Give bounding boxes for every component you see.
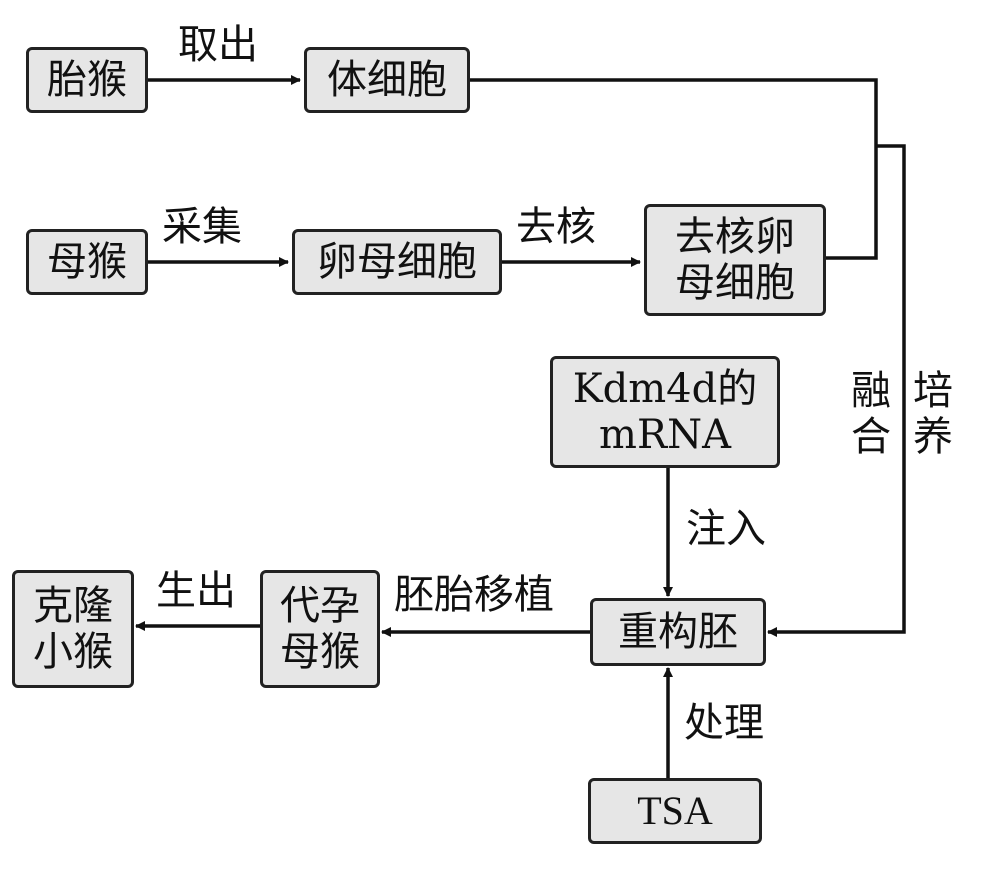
node-oocyte: 卵母细胞: [292, 229, 502, 295]
node-mother-monkey: 母猴: [26, 229, 148, 295]
node-enucleated-oocyte: 去核卵 母细胞: [644, 204, 826, 316]
line-enucleated-to-fusion: [826, 148, 878, 260]
label-fuse: 融 合: [851, 368, 891, 460]
node-kdm4d-mrna: Kdm4d的 mRNA: [550, 356, 780, 468]
label-embryo-transfer: 胚胎移植: [394, 572, 554, 618]
label-enucleate: 去核: [516, 204, 596, 250]
label-inject: 注入: [686, 506, 766, 552]
node-tsa: TSA: [588, 778, 762, 844]
label-culture: 培 养: [913, 368, 953, 460]
arrow-fusion-to-embryo: [767, 144, 906, 637]
node-reconstructed-embryo: 重构胚: [590, 598, 766, 666]
label-give-birth: 生出: [156, 568, 236, 614]
line-somatic-to-fusion: [470, 78, 878, 148]
node-surrogate-mother: 代孕 母猴: [260, 570, 380, 688]
node-cloned-monkey: 克隆 小猴: [12, 570, 134, 688]
node-fetal-monkey: 胎猴: [26, 47, 148, 113]
label-take-out: 取出: [178, 22, 258, 68]
label-treat: 处理: [684, 700, 764, 746]
label-collect: 采集: [162, 204, 242, 250]
node-somatic-cell: 体细胞: [304, 47, 470, 113]
